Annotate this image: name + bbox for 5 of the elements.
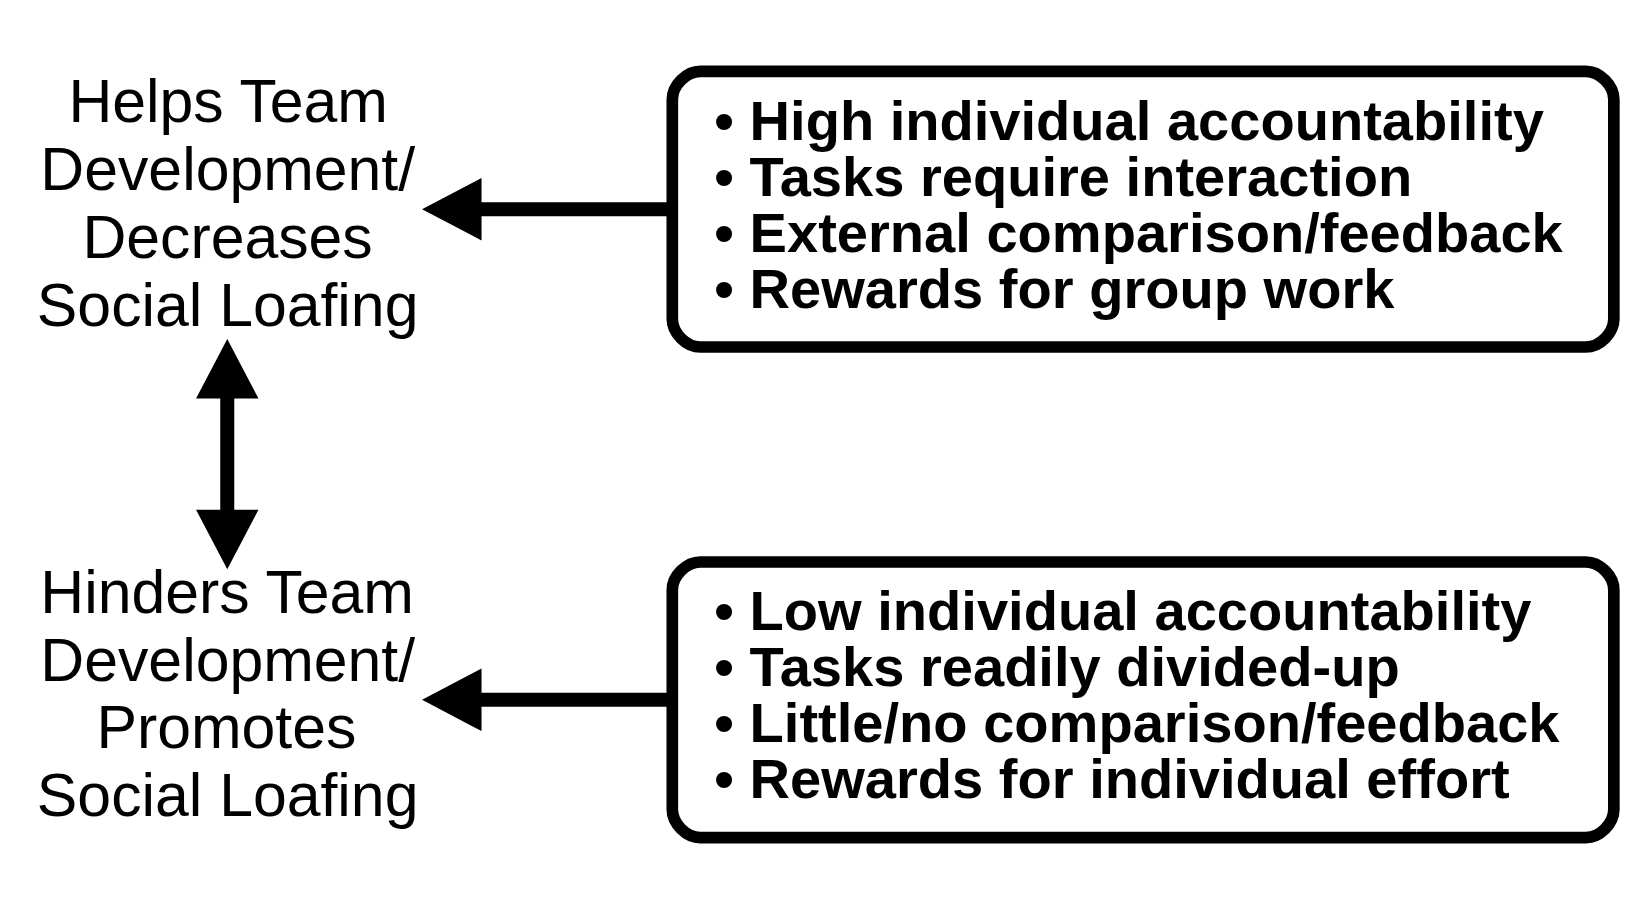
node-box: • Low individual accountability • Tasks readily divided-up • Little/no comparison/feedback • Rewards for individual effort: [666, 556, 1620, 844]
node-text: Helps Team Development/ Decreases Social Loafing: [36, 67, 419, 339]
node-box: • High individual accountability • Tasks require interaction • External comparison/feedback • Rewards for group work: [666, 65, 1620, 353]
arrow: [196, 338, 259, 570]
node-text: Hinders Team Development/ Promotes Social Loafing: [36, 557, 419, 830]
